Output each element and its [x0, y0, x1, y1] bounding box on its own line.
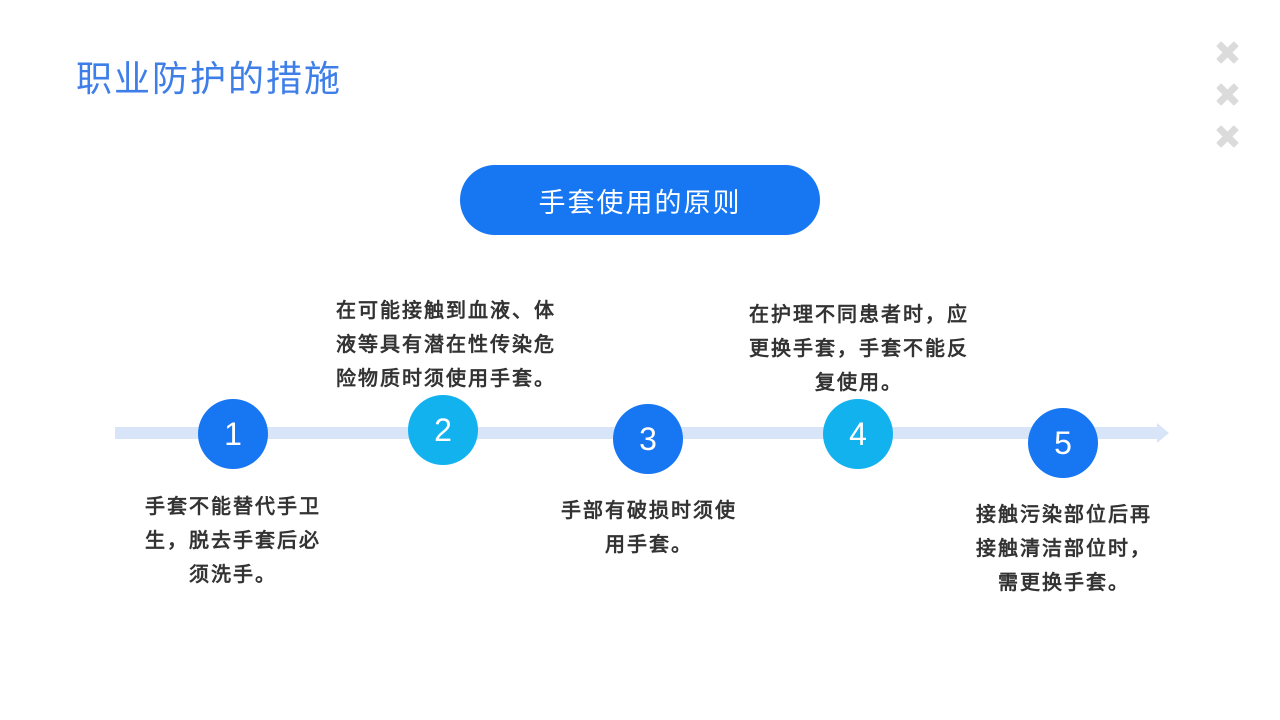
timeline-step-text-1: 手套不能替代手卫 生，脱去手套后必 须洗手。 — [145, 496, 321, 586]
timeline-step-circle-4: 4 — [823, 399, 893, 469]
timeline-step-circle-1: 1 — [198, 399, 268, 469]
timeline-step-circle-5: 5 — [1028, 408, 1098, 478]
step-number: 4 — [849, 416, 867, 452]
timeline-step-text-3: 手部有破损时须使 用手套。 — [561, 500, 737, 556]
step-number: 1 — [224, 416, 242, 452]
timeline-step-circle-2: 2 — [408, 395, 478, 465]
timeline-step-text-4: 在护理不同患者时，应 更换手套，手套不能反 复使用。 — [749, 304, 969, 394]
corner-decoration — [1215, 40, 1240, 149]
banner-label: 手套使用的原则 — [538, 187, 742, 218]
step-number: 5 — [1054, 425, 1072, 461]
x-mark-icon — [1215, 82, 1240, 107]
page-title: 职业防护的措施 — [76, 59, 343, 99]
banner-pill: 手套使用的原则 — [460, 165, 820, 235]
timeline-arrow-tip-icon — [1157, 423, 1169, 443]
timeline-step-text-2: 在可能接触到血液、体 液等具有潜在性传染危 险物质时须使用手套。 — [336, 300, 556, 390]
x-mark-icon — [1215, 124, 1240, 149]
step-number: 2 — [434, 412, 452, 448]
timeline-step-circle-3: 3 — [613, 404, 683, 474]
timeline-step-text-5: 接触污染部位后再 接触清洁部位时， 需更换手套。 — [976, 504, 1152, 594]
step-number: 3 — [639, 421, 657, 457]
x-mark-icon — [1215, 40, 1240, 65]
